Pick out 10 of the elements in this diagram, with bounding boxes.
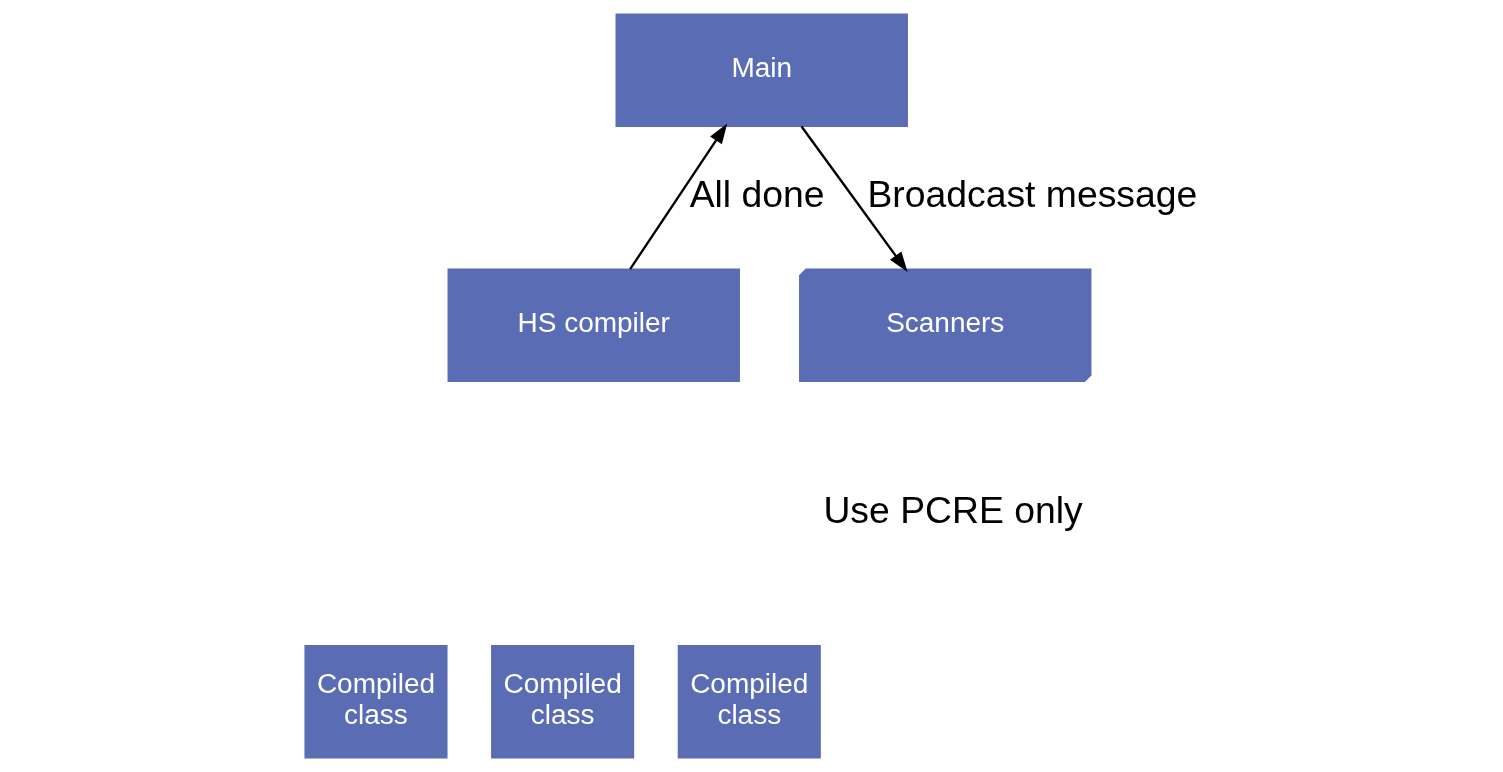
arrow [800, 125, 908, 273]
node-box: Main [615, 13, 908, 128]
node-label: Use PCRE only [822, 489, 1083, 532]
arrow [628, 123, 727, 270]
node-box: Compiled class [303, 644, 448, 759]
node-box: Compiled class [677, 644, 821, 759]
node-box: Compiled class [490, 644, 634, 759]
edge-label: Broadcast message [866, 173, 1197, 216]
node-box: HS compiler [447, 268, 740, 383]
edge-label: All done [689, 173, 824, 216]
